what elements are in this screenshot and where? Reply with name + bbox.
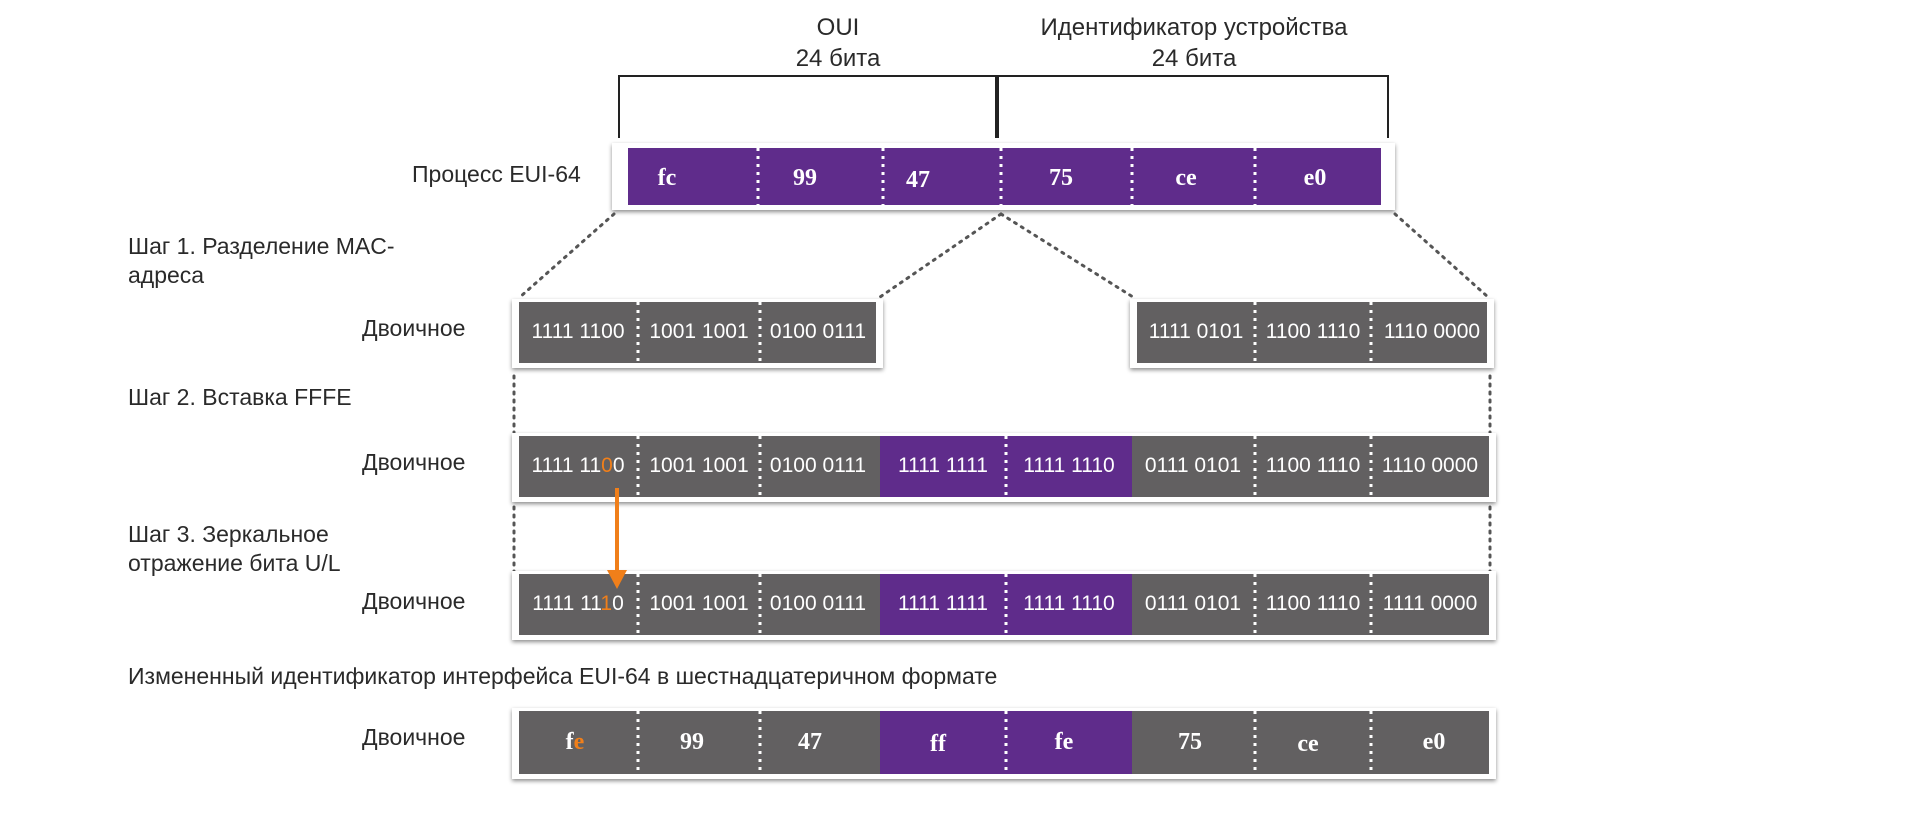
- eui-process-bar: fc 99 47 75 ce e0: [612, 143, 1395, 210]
- hex-byte: fc: [658, 165, 677, 191]
- step1-left-bar: 1111 1100 1001 1001 0100 0111: [512, 299, 883, 368]
- binary-byte: 1111 0000: [1383, 592, 1478, 615]
- hex-byte: ff: [930, 731, 947, 757]
- hex-byte: 47: [798, 729, 822, 755]
- bar-fill: [1132, 711, 1489, 774]
- eui-process-label: Процесс EUI-64: [412, 161, 581, 187]
- step2-title: Шаг 2. Вставка FFFE: [128, 384, 352, 410]
- step3-row-label: Двоичное: [362, 588, 465, 614]
- binary-byte: 1100 1110: [1266, 592, 1361, 615]
- binary-byte: 1111 1111: [898, 454, 988, 477]
- binary-byte: 1001 1001: [649, 320, 748, 343]
- ul-bit: e: [574, 729, 585, 755]
- hex-byte: 99: [680, 729, 704, 755]
- binary-byte: 1111 1110: [1023, 454, 1114, 477]
- binary-byte: 0111 0101: [1145, 592, 1241, 615]
- step3-title-line1: Шаг 3. Зеркальное: [128, 521, 329, 547]
- connector-lines: [512, 212, 1492, 574]
- ul-prefix: 1111 11: [531, 454, 601, 477]
- binary-byte-ul: 1111 1110: [532, 592, 624, 615]
- binary-byte: 1111 1100: [531, 320, 624, 343]
- binary-byte: 1111 1111: [898, 592, 988, 615]
- binary-byte: 0111 0101: [1145, 454, 1241, 477]
- result-bar: fe 99 47 ff fe 75 ce e0: [512, 708, 1496, 779]
- binary-byte: 1110 0000: [1384, 320, 1480, 343]
- hex-byte: 47: [906, 167, 930, 193]
- bar-fill: [519, 711, 880, 774]
- ul-suffix: 0: [612, 592, 624, 615]
- hex-byte: 75: [1049, 165, 1073, 191]
- hex-byte-ul: fe: [566, 729, 585, 755]
- ul-prefix: f: [566, 729, 575, 755]
- binary-byte: 1100 1110: [1266, 320, 1361, 343]
- device-id-bracket: [997, 75, 1389, 138]
- hex-byte: 99: [793, 165, 817, 191]
- oui-bracket: [618, 75, 997, 138]
- device-id-title: Идентификатор устройства: [1041, 14, 1349, 41]
- binary-byte: 1110 0000: [1382, 454, 1478, 477]
- hex-byte: e0: [1304, 165, 1327, 191]
- ul-bit: 1: [600, 592, 612, 615]
- step1-title-line1: Шаг 1. Разделение MAC-: [128, 233, 395, 259]
- bar-fill: [1132, 436, 1489, 497]
- step2-row-label: Двоичное: [362, 449, 465, 475]
- bar-fill: [519, 574, 880, 635]
- result-row-label: Двоичное: [362, 724, 465, 750]
- ul-suffix: 0: [613, 454, 625, 477]
- binary-byte: 1111 0101: [1149, 320, 1244, 343]
- hex-byte: e0: [1423, 729, 1446, 755]
- step1-row-label: Двоичное: [362, 315, 465, 341]
- bar-fill: [519, 302, 876, 363]
- binary-byte: 1100 1110: [1266, 454, 1361, 477]
- binary-byte: 1001 1001: [649, 592, 748, 615]
- binary-byte: 1111 1110: [1023, 592, 1114, 615]
- oui-title: OUI: [817, 14, 860, 41]
- oui-bits: 24 бита: [796, 45, 881, 72]
- eui-process-fill: [628, 148, 1381, 205]
- hex-byte: ce: [1297, 731, 1319, 757]
- binary-byte-ul: 1111 1100: [531, 454, 624, 477]
- step1-right-bar: 1111 0101 1100 1110 1110 0000: [1130, 299, 1494, 368]
- bar-fill: [519, 436, 880, 497]
- binary-byte: 1001 1001: [649, 454, 748, 477]
- ul-flip-arrow: [607, 488, 627, 589]
- binary-byte: 0100 0111: [770, 592, 866, 615]
- result-title: Измененный идентификатор интерфейса EUI-…: [128, 663, 997, 689]
- hex-byte: ce: [1175, 165, 1197, 191]
- step3-bar: 1111 1110 1001 1001 0100 0111 1111 1111 …: [512, 571, 1496, 640]
- bar-fill: [1137, 302, 1487, 363]
- step1-title-line2: адреса: [128, 262, 204, 288]
- ul-bit: 0: [601, 454, 613, 477]
- hex-byte: fe: [1055, 729, 1074, 755]
- binary-byte: 0100 0111: [770, 454, 866, 477]
- hex-byte: 75: [1178, 729, 1202, 755]
- ul-prefix: 1111 11: [532, 592, 601, 615]
- step3-title-line2: отражение бита U/L: [128, 550, 341, 576]
- binary-byte: 0100 0111: [770, 320, 866, 343]
- bar-fill: [1132, 574, 1489, 635]
- arrow-head: [607, 570, 627, 589]
- device-id-bits: 24 бита: [1152, 45, 1237, 72]
- step2-bar: 1111 1100 1001 1001 0100 0111 1111 1111 …: [512, 433, 1496, 502]
